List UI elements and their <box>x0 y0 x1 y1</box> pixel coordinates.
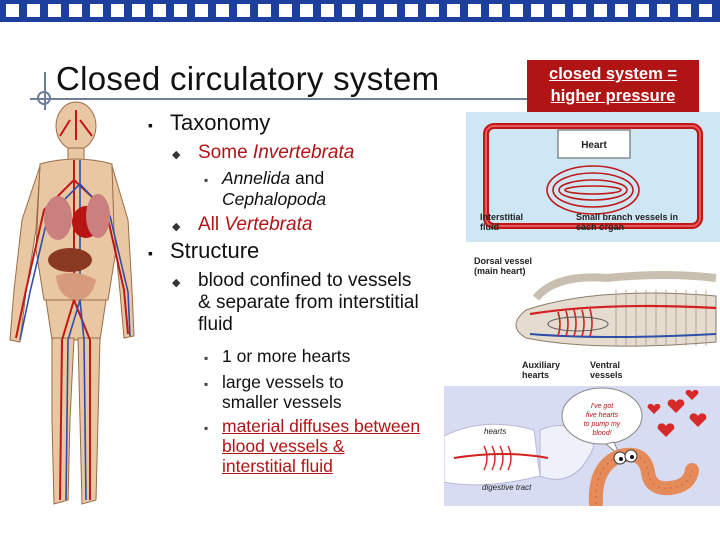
banner-square <box>489 4 502 17</box>
cartoon-hearts-label: hearts <box>484 427 506 436</box>
bullet-structure: ▪Structure <box>148 238 260 263</box>
banner-square <box>552 4 565 17</box>
banner-square <box>342 4 355 17</box>
banner-square <box>384 4 397 17</box>
banner-square <box>300 4 313 17</box>
banner-square <box>636 4 649 17</box>
bullet-all-vertebrata: ◆ All Vertebrata <box>172 214 313 235</box>
banner-square <box>27 4 40 17</box>
banner-square <box>699 4 712 17</box>
diffuses-text: material diffuses between blood vessels … <box>222 416 421 476</box>
banner-square <box>447 4 460 17</box>
bullet-text: ▪Taxonomy ◆ Some Invertebrata ▪ Annelida… <box>148 108 438 476</box>
banner-square <box>531 4 544 17</box>
bullet-blood-confined: ◆blood confined to vessels & separate fr… <box>172 270 438 336</box>
pressure-callout: closed system = higher pressure <box>527 60 699 112</box>
bullet-diffuses: ▪material diffuses between blood vessels… <box>204 416 421 476</box>
banner-square <box>6 4 19 17</box>
banner-square <box>468 4 481 17</box>
hearts-text: 1 or more hearts <box>222 346 351 366</box>
banner-square <box>615 4 628 17</box>
banner-square <box>90 4 103 17</box>
taxonomy-label: Taxonomy <box>170 110 271 135</box>
large-vessels-text: large vessels to smaller vessels <box>222 372 344 412</box>
banner-square <box>573 4 586 17</box>
banner-square <box>69 4 82 17</box>
banner-square <box>405 4 418 17</box>
title-underline <box>30 98 530 100</box>
top-banner <box>0 0 720 22</box>
bullet-taxonomy: ▪Taxonomy <box>148 110 271 135</box>
banner-square <box>153 4 166 17</box>
banner-square <box>216 4 229 17</box>
structure-label: Structure <box>170 238 260 263</box>
banner-square <box>195 4 208 17</box>
banner-square <box>510 4 523 17</box>
banner-square <box>426 4 439 17</box>
all-vertebrata: All Vertebrata <box>198 214 313 235</box>
banner-square <box>594 4 607 17</box>
blood-confined-text: blood confined to vessels & separate fro… <box>198 270 419 335</box>
some-invertebrata: Some Invertebrata <box>198 142 355 163</box>
banner-square <box>363 4 376 17</box>
banner-square <box>321 4 334 17</box>
bullet-hearts: ▪1 or more hearts <box>204 346 351 366</box>
banner-square <box>258 4 271 17</box>
banner-squares <box>0 4 720 18</box>
banner-square <box>678 4 691 17</box>
banner-square <box>174 4 187 17</box>
bullet-large-vessels: ▪large vessels to smaller vessels <box>204 372 438 412</box>
banner-square <box>657 4 670 17</box>
digestive-tract-label: digestive tract <box>482 483 532 492</box>
banner-square <box>132 4 145 17</box>
banner-square <box>111 4 124 17</box>
heart-label: Heart <box>581 140 607 151</box>
bullet-some-invertebrata: ◆ Some Invertebrata <box>172 142 355 163</box>
banner-square <box>48 4 61 17</box>
banner-square <box>237 4 250 17</box>
banner-square <box>279 4 292 17</box>
dorsal-vessel-label: Dorsal vessel(main heart) <box>474 256 532 276</box>
human-circulatory-figure <box>9 101 135 505</box>
slide-title: Closed circulatory system <box>56 60 440 97</box>
